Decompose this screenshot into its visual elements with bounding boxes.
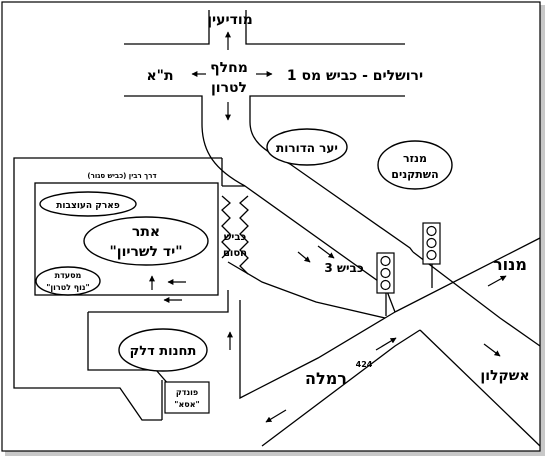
arrow-icon: [265, 409, 287, 423]
forest-ellipse: [266, 128, 348, 166]
rabin-road-label: דרך רבין (כביש סגור): [87, 172, 156, 180]
restaurant-label-1: מסעדת: [55, 271, 82, 280]
closed-road-label-2: חסום: [223, 248, 247, 259]
monastery-label-1: מנזר: [403, 152, 427, 165]
monastery-label-2: השתקנים: [391, 168, 438, 181]
arrow-icon: [375, 337, 397, 351]
ramla-label: רמלה: [305, 369, 347, 388]
site-label-1: אתר: [132, 224, 160, 240]
inn-label-1: פונדק: [176, 388, 198, 397]
right-junction: [384, 237, 541, 447]
direction-arrows: [149, 31, 507, 423]
arrow-icon: [487, 275, 507, 287]
restaurant-label-2: "נוף לטרון": [46, 283, 89, 292]
closed-road-hatch: [221, 195, 249, 275]
modiin-label: מודיעין: [207, 12, 253, 28]
park-label: פארק העוצבות: [56, 201, 120, 211]
inn-box: [164, 381, 210, 414]
rabin-road-loop: [13, 157, 229, 421]
site-ellipse: [83, 216, 209, 266]
map-labels: מודיעין מחלף לטרון ת"א ירושלים - כביש מס…: [46, 12, 529, 409]
site-label-2: "יד לשריון": [109, 244, 182, 260]
forest-label: יער הדורות: [276, 141, 338, 155]
tel-aviv-label: ת"א: [146, 68, 173, 84]
arrow-icon: [483, 343, 501, 357]
arrow-icon: [297, 251, 311, 263]
road-424-label: 424: [356, 360, 373, 369]
closed-road-label-1: כביש: [224, 232, 247, 243]
arrow-icon: [317, 245, 335, 259]
road-424: [227, 261, 421, 447]
traffic-light-icon: [376, 252, 395, 316]
inn-label-2: "אסא": [174, 400, 199, 409]
jerusalem-road1-label: ירושלים - כביש מס 1: [287, 68, 423, 84]
gas-station-ellipse: [118, 328, 208, 372]
park-ellipse: [39, 191, 137, 217]
manor-label: מנור: [493, 255, 527, 274]
road3-label: כביש 3: [324, 261, 363, 275]
traffic-light-icon: [422, 222, 441, 288]
monastery-ellipse: [377, 140, 453, 190]
latrun-interchange-label-2: לטרון: [211, 80, 247, 96]
ashkelon-label: אשקלון: [480, 368, 529, 384]
gas-station-label: תחנות דלק: [130, 344, 197, 359]
latrun-interchange-label-1: מחלף: [210, 60, 248, 76]
restaurant-ellipse: [35, 266, 101, 296]
